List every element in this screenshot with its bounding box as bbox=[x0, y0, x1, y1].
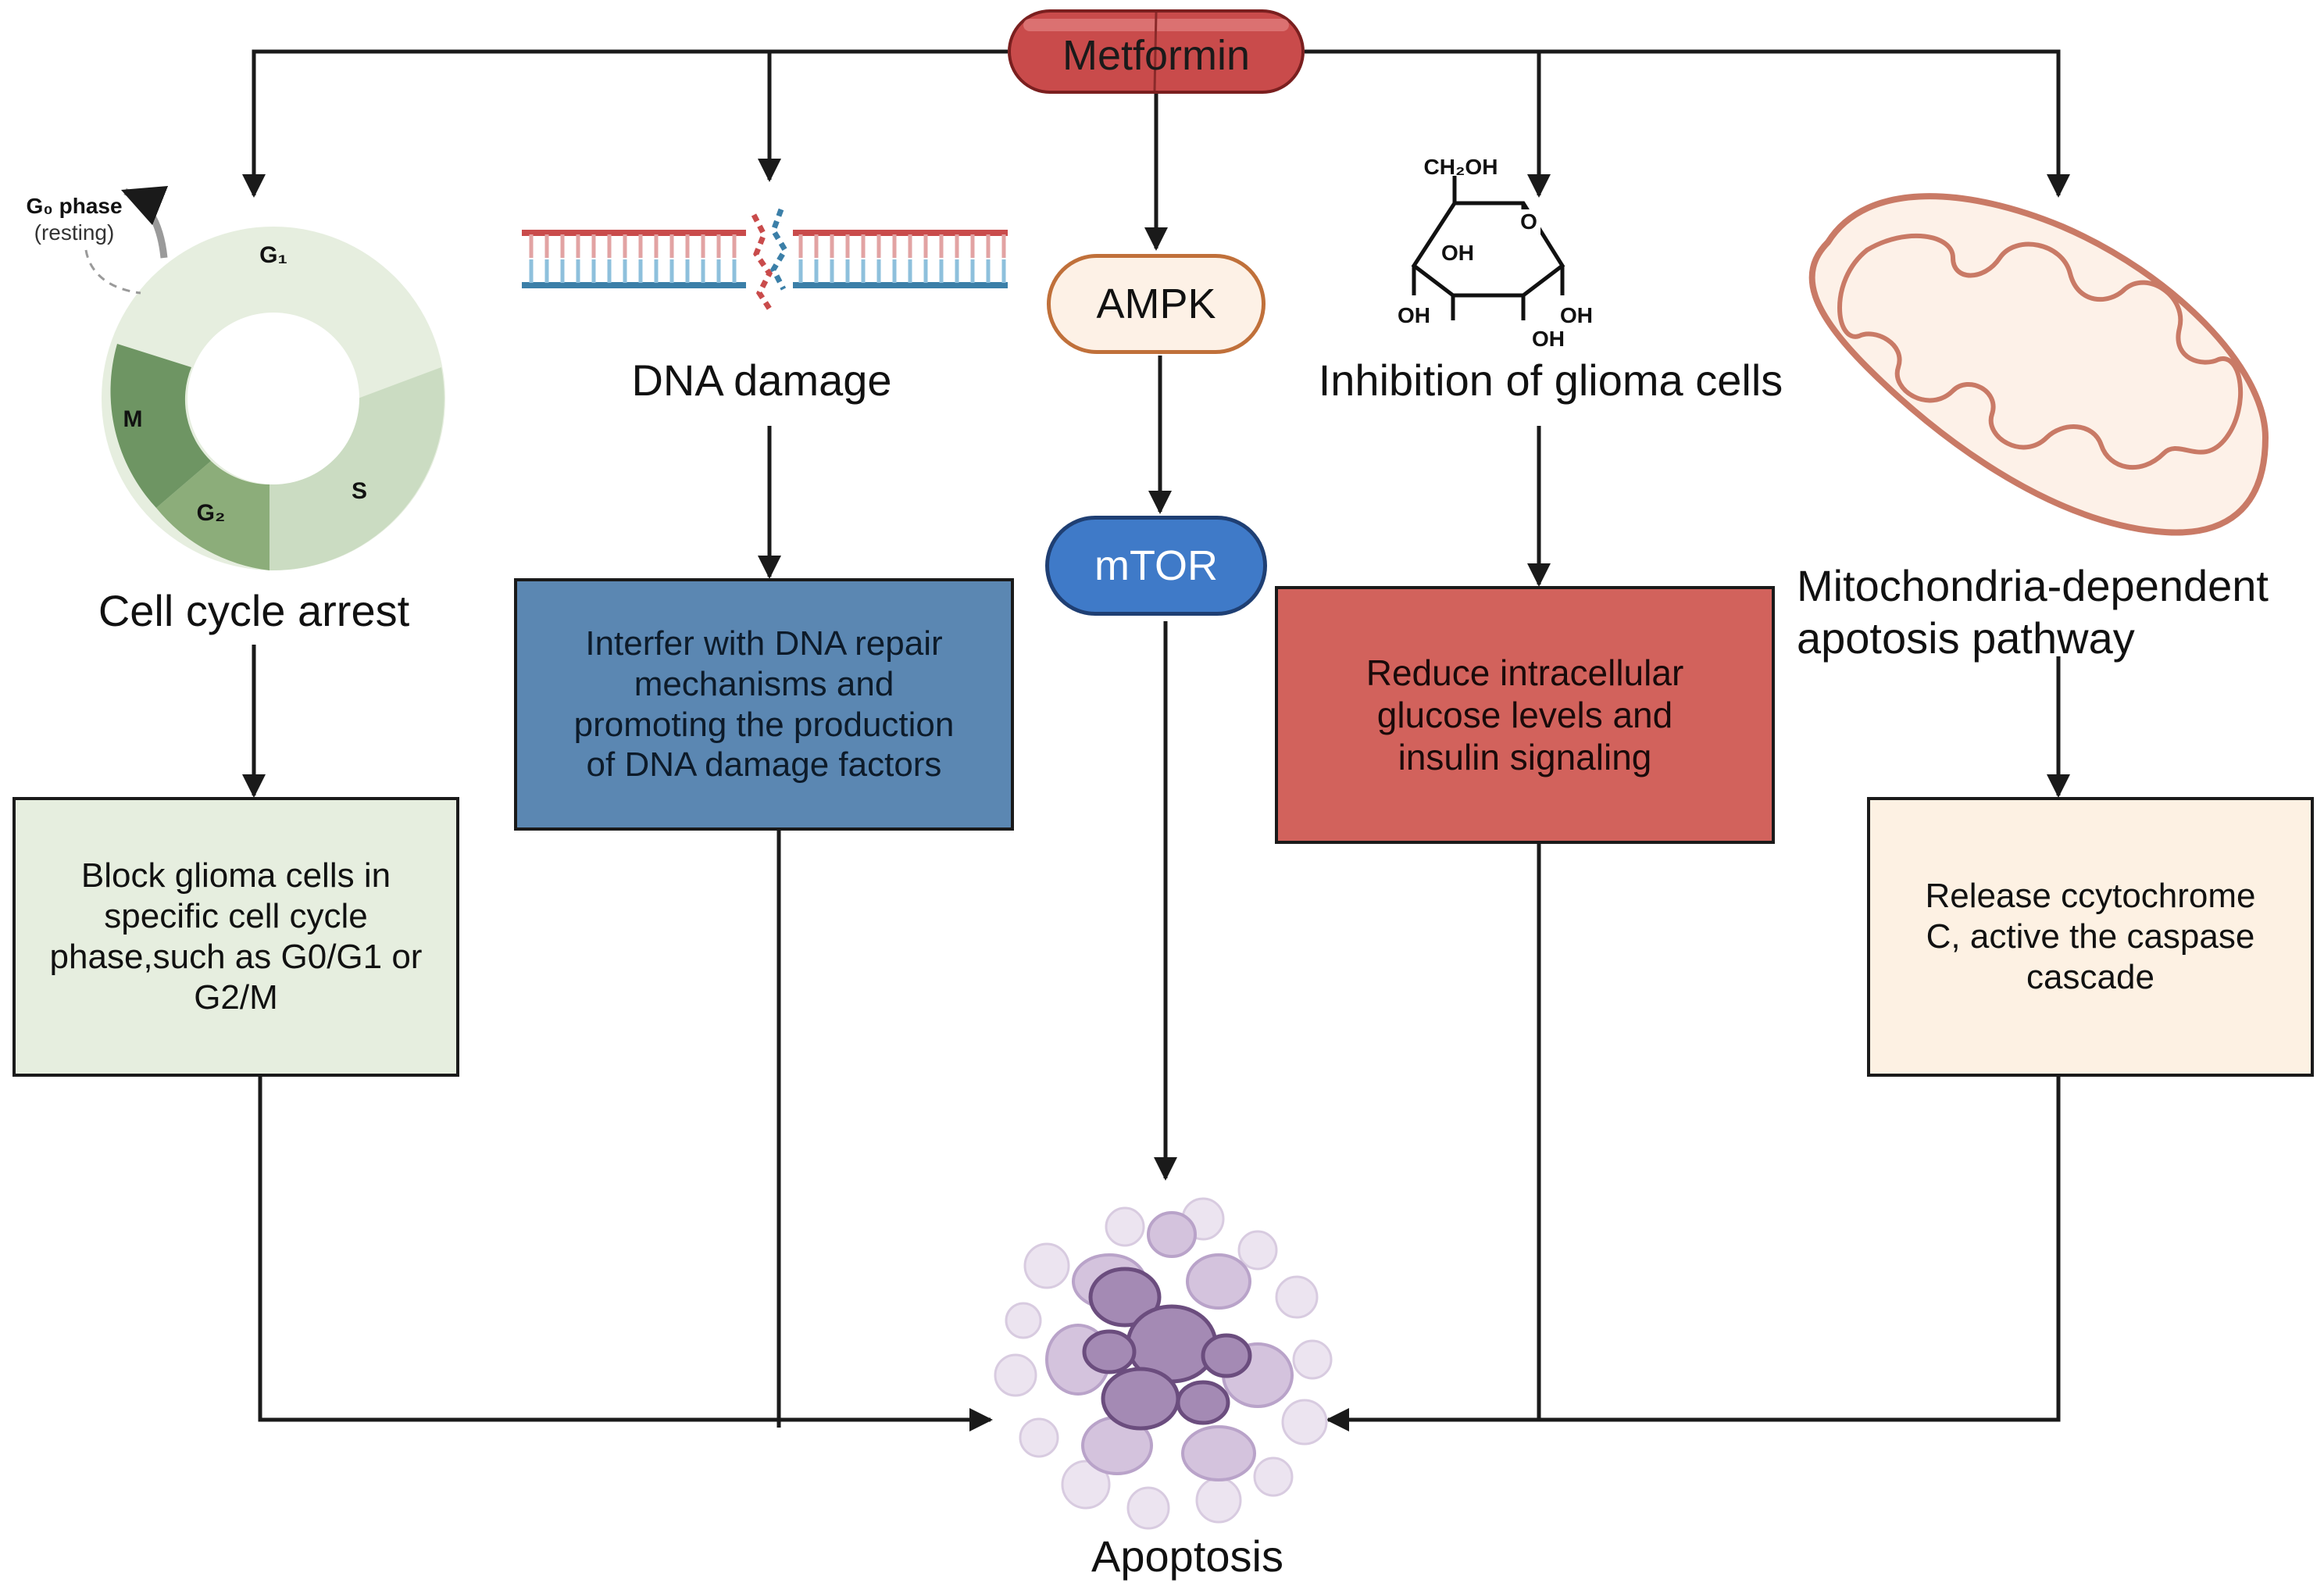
g0-resting-label: (resting) bbox=[34, 220, 115, 245]
m-label: M bbox=[123, 406, 143, 432]
glucose-box-line: glucose levels and bbox=[1376, 694, 1673, 735]
block-glioma-box: Block glioma cells in specific cell cycl… bbox=[12, 797, 459, 1077]
glucose-box-line: insulin signaling bbox=[1398, 737, 1652, 778]
metformin-connectors bbox=[242, 49, 2070, 1431]
dna-strand-icon bbox=[522, 208, 1008, 310]
g1-label: G₁ bbox=[259, 242, 287, 268]
dna-repair-box-line: mechanisms and bbox=[634, 664, 894, 703]
g0-phase-label: G₀ phase bbox=[26, 194, 123, 218]
dna-repair-box-line: of DNA damage factors bbox=[586, 745, 942, 784]
apoptotic-cell-icon bbox=[994, 1197, 1333, 1530]
cell-cycle-wheel bbox=[84, 186, 445, 571]
glucose-oh-4-label: OH bbox=[1532, 327, 1565, 351]
glucose-oh-1-label: OH bbox=[1441, 241, 1474, 265]
g2-label: G₂ bbox=[196, 500, 226, 526]
m-phase-segment bbox=[110, 344, 211, 508]
ampk-node: AMPK bbox=[1047, 254, 1266, 354]
metformin-pill bbox=[1008, 9, 1305, 94]
s-phase-segment bbox=[270, 367, 444, 571]
metformin-label: Metformin bbox=[1062, 32, 1251, 79]
glucose-molecule-icon bbox=[1411, 176, 1565, 320]
mtor-node: mTOR bbox=[1045, 516, 1267, 616]
glucose-ch2oh-label: CH₂OH bbox=[1423, 155, 1498, 179]
apoptosis-label: Apoptosis bbox=[1091, 1531, 1283, 1581]
cell-cycle-arrest-label: Cell cycle arrest bbox=[98, 586, 410, 635]
arrow-left-to-apoptosis bbox=[258, 1077, 993, 1431]
dna-damage-label: DNA damage bbox=[631, 356, 892, 405]
dna-repair-box-line: promoting the production bbox=[573, 705, 955, 744]
mitochondria-pathway-label-line2: apotosis pathway bbox=[1797, 613, 2135, 663]
arrow-to-glioma bbox=[1305, 49, 2070, 198]
glucose-oh-2-label: OH bbox=[1398, 303, 1430, 327]
glucose-box-line: Reduce intracellular bbox=[1365, 652, 1684, 693]
glucose-reduction-box: Reduce intracellular glucose levels and … bbox=[1275, 586, 1775, 844]
dna-repair-box-line: Interfer with DNA repair bbox=[585, 624, 943, 663]
cytochrome-box-line: cascade bbox=[2026, 957, 2154, 996]
mitochondria-pathway-label-line1: Mitochondria-dependent bbox=[1797, 561, 2269, 610]
cytochrome-box-line: C, active the caspase bbox=[1926, 917, 2255, 956]
glucose-oh-3-label: OH bbox=[1560, 303, 1593, 327]
cytochrome-release-box: Release ccytochrome C, active the caspas… bbox=[1867, 797, 2314, 1077]
dna-break bbox=[751, 213, 773, 310]
cytochrome-box-line: Release ccytochrome bbox=[1925, 877, 2256, 916]
g0-arrow bbox=[120, 186, 169, 259]
g0-return-arrow bbox=[84, 249, 141, 295]
arrow-right-to-apoptosis bbox=[1326, 1077, 2061, 1431]
g2-phase-segment bbox=[156, 461, 270, 570]
dna-repair-box: Interfer with DNA repair mechanisms and … bbox=[514, 578, 1014, 831]
ampk-label: AMPK bbox=[1096, 281, 1216, 327]
block-box-line: specific cell cycle bbox=[104, 897, 368, 936]
glucose-ring-o-label: O bbox=[1517, 209, 1540, 235]
glioma-inhibition-label: Inhibition of glioma cells bbox=[1318, 356, 1783, 405]
s-label: S bbox=[351, 478, 367, 504]
arrow-to-cell-cycle bbox=[242, 49, 1008, 198]
block-box-line: phase,such as G0/G1 or bbox=[49, 938, 423, 976]
block-box-line: G2/M bbox=[194, 977, 278, 1017]
block-box-line: Block glioma cells in bbox=[80, 856, 391, 895]
mitochondrion-icon bbox=[1808, 193, 2269, 536]
mtor-label: mTOR bbox=[1094, 542, 1218, 589]
